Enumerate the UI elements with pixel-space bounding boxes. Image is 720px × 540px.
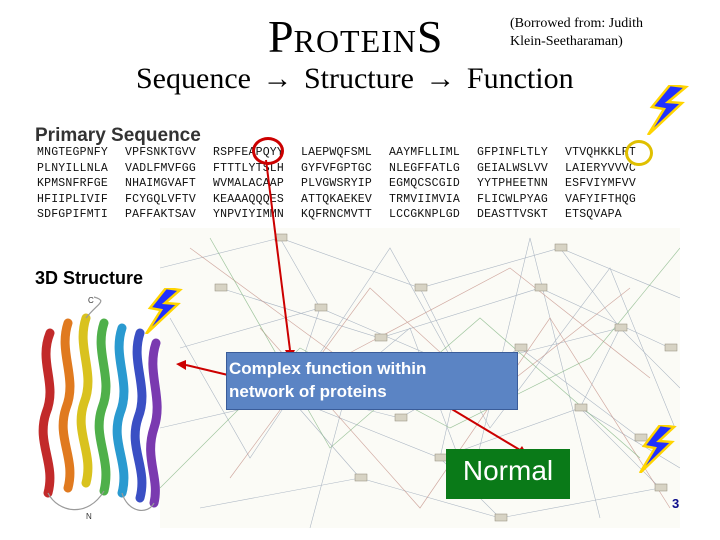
credit-line-2: Klein-Seetharaman) <box>510 34 623 49</box>
sequence-block: GYFVFGPTGC <box>301 161 373 175</box>
function-callout-text: Complex function within network of prote… <box>229 357 426 403</box>
sequence-block: YNPVIYIMMN <box>213 208 285 221</box>
sequence-block: PAFFAKTSAV <box>125 208 197 221</box>
subtitle-structure: Structure <box>303 62 414 95</box>
mutation-highlight-circle-yellow <box>625 140 653 166</box>
function-callout-box <box>226 352 518 410</box>
callout-line-1: Complex function within <box>229 359 427 378</box>
sequence-row: KPMSNFRFGE NHAIMGVAFT WVMALACAAP PLVGWSRYIP… <box>37 176 653 192</box>
slide-subtitle: Sequence → Structure → Function <box>136 62 574 96</box>
sequence-block: LCCGKNPLGD <box>389 208 461 221</box>
sequence-block: KPMSNFRFGE <box>37 177 109 190</box>
sequence-block: ETSQVAPA <box>565 208 622 221</box>
sequence-block: DEASTTVSKT <box>477 208 549 221</box>
callout-line-2: network of proteins <box>229 382 387 401</box>
sequence-block: FLICWLPYAG <box>477 192 549 206</box>
sequence-block: ESFVIYMFVV <box>565 177 637 190</box>
sequence-block: ATTQKAEKEV <box>301 192 373 206</box>
lightning-bolt-icon <box>638 425 677 473</box>
sequence-block: NHAIMGVAFT <box>125 177 197 190</box>
sequence-block: YYTPHEETNN <box>477 177 549 190</box>
right-arrow-icon: → <box>425 62 456 95</box>
sequence-block: MNGTEGPNFY <box>37 146 109 159</box>
sequence-block: FCYGQLVFTV <box>125 192 197 206</box>
primary-sequence-label: Primary Sequence <box>35 125 201 146</box>
title-cap-p: P <box>268 11 294 62</box>
sequence-block: PLVGWSRYIP <box>301 177 373 190</box>
mutation-highlight-circle <box>252 137 284 165</box>
page-number: 3 <box>672 496 680 511</box>
normal-status-box <box>446 449 570 499</box>
sequence-block: GFPINFLTLY <box>477 146 549 159</box>
sequence-block: KEAAAQQQES <box>213 192 285 206</box>
sequence-block: LAIERYVVVC <box>565 161 637 175</box>
title-middle: ROTEIN <box>293 23 417 59</box>
sequence-row: HFIIPLIVIF FCYGQLVFTV KEAAAQQQES ATTQKAEKEV… <box>37 192 653 208</box>
sequence-block: VAFYIFTHQG <box>565 192 637 206</box>
sequence-block: HFIIPLIVIF <box>37 192 109 206</box>
sequence-block: VTVQHKKLRT <box>565 146 637 159</box>
right-arrow-icon: → <box>262 62 293 95</box>
protein-ribbon-image: C N <box>38 296 162 521</box>
sequence-block: PLNYILLNLA <box>37 161 109 175</box>
subtitle-sequence: Sequence <box>136 62 251 95</box>
sequence-block: GEIALWSLVV <box>477 161 549 175</box>
sequence-block: VPFSNKTGVV <box>125 146 197 159</box>
slide-title: PROTEINS <box>268 14 443 64</box>
svg-text:C: C <box>88 296 94 305</box>
subtitle-function: Function <box>466 62 574 95</box>
credit-note: (Borrowed from: Judith Klein-Seetharaman… <box>510 15 643 51</box>
sequence-block: EGMQCSCGID <box>389 177 461 190</box>
callout-arrows <box>176 159 528 456</box>
sequence-block: KQFRNCMVTT <box>301 208 373 221</box>
normal-label: Normal <box>462 455 554 486</box>
sequence-block: LAEPWQFSML <box>301 146 373 159</box>
lightning-bolt-icon <box>144 288 183 334</box>
credit-line-1: (Borrowed from: Judith <box>510 16 643 31</box>
svg-text:N: N <box>86 512 92 521</box>
sequence-block: NLEGFFATLG <box>389 161 461 175</box>
structure-label: 3D Structure <box>35 268 144 288</box>
title-cap-s: S <box>416 11 443 62</box>
sequence-block: SDFGPIFMTI <box>37 208 109 221</box>
sequence-block: TRMVIIMVIA <box>389 192 461 206</box>
sequence-block: VADLFMVFGG <box>125 161 197 175</box>
lightning-bolt-icon <box>646 85 690 135</box>
sequence-row: SDFGPIFMTI PAFFAKTSAV YNPVIYIMMN KQFRNCMVTT… <box>37 207 653 223</box>
sequence-block: AAYMFLLIML <box>389 146 461 159</box>
sequence-block: WVMALACAAP <box>213 177 285 190</box>
